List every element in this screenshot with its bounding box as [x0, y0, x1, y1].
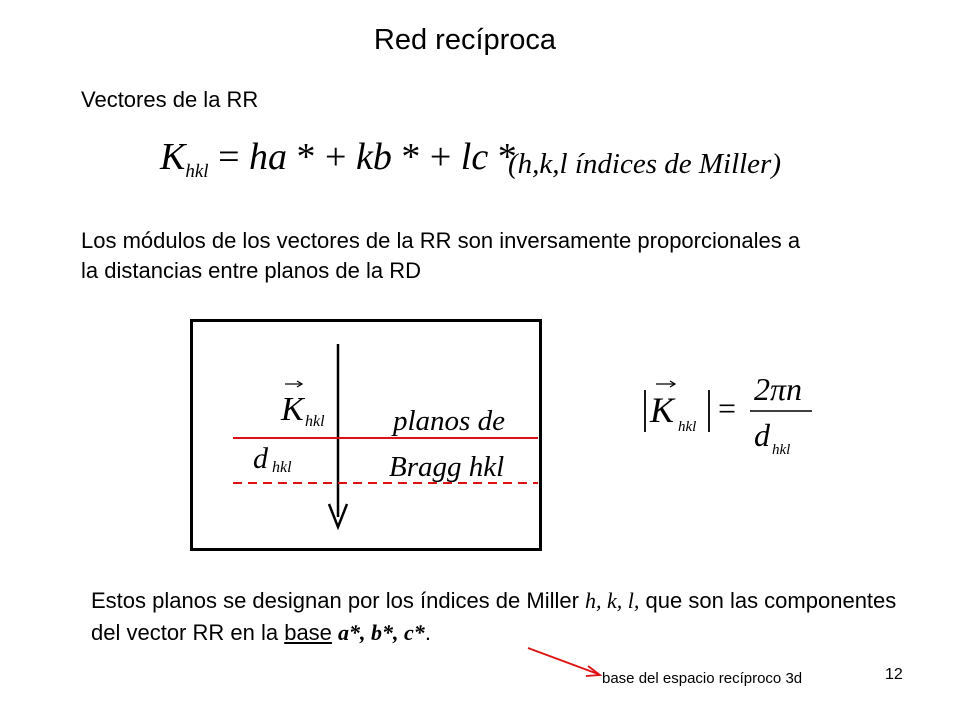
vector-arrowhead	[327, 503, 349, 531]
bragg-planes-diagram: K hkl d hkl planos de Bragg hkl	[233, 344, 538, 531]
reciprocal-vector-formula: Khkl = ha * + kb * + lc *	[160, 135, 517, 183]
modulus-formula-svg: K hkl = 2πn d hkl	[644, 371, 812, 458]
vector-accent-head	[296, 380, 304, 388]
annotation-arrow-shaft	[527, 647, 599, 675]
modulus-formula: K hkl = 2πn d hkl	[642, 370, 822, 460]
annotation-arrow	[527, 647, 603, 677]
formula-equals: =	[208, 136, 250, 178]
formula-a: a	[268, 136, 288, 178]
formula-K-subscript: hkl	[185, 161, 209, 182]
figure-planes-line2: Bragg hkl	[389, 451, 504, 483]
para2-period: .	[424, 620, 431, 645]
para2-basis-vectors: a*, b*, c*	[338, 620, 425, 645]
formula-l: l	[460, 136, 472, 178]
miller-indices-note: (h,k,l índices de Miller)	[508, 148, 781, 180]
para2-text-2: que son las componentes del vector RR en…	[91, 588, 897, 645]
formula-k: k	[355, 136, 373, 178]
modulus-d-subscript: hkl	[772, 442, 790, 458]
modulus-vector-accent-head	[669, 380, 677, 388]
formula-plus-2: * +	[391, 136, 461, 178]
formula-c: c	[471, 136, 489, 178]
slide-title: Red recíproca	[373, 24, 557, 56]
page-number: 12	[885, 666, 903, 683]
modulus-d: d	[754, 417, 771, 453]
bragg-planes-figure: K hkl d hkl planos de Bragg hkl	[190, 319, 542, 551]
formula-star-3: *	[488, 136, 517, 178]
modulus-K-subscript: hkl	[678, 419, 696, 435]
figure-K-subscript: hkl	[305, 413, 325, 430]
formula-b: b	[372, 136, 392, 178]
formula-K: K	[160, 136, 186, 178]
figure-d-label: d	[253, 442, 269, 475]
para2-base-word: base	[284, 620, 332, 645]
modulus-equals: =	[718, 390, 736, 426]
modulus-numerator: 2πn	[754, 371, 802, 407]
annotation-note: base del espacio recíproco 3d	[602, 670, 803, 687]
para2-text-1: Estos planos se designan por los índices…	[91, 588, 586, 613]
formula-plus-1: * +	[287, 136, 356, 178]
figure-planes-line1: planos de	[391, 405, 505, 437]
paragraph-modulus: Los módulos de los vectores de la RR son…	[81, 228, 801, 283]
para2-indices: h, k, l,	[585, 588, 640, 613]
paragraph-miller: Estos planos se designan por los índices…	[91, 585, 931, 649]
annotation-arrow-head	[585, 665, 603, 677]
figure-d-subscript: hkl	[272, 459, 292, 476]
figure-K-label: K	[280, 391, 306, 428]
formula-h: h	[249, 136, 269, 178]
modulus-K: K	[649, 390, 676, 430]
section-label: Vectores de la RR	[81, 87, 259, 112]
